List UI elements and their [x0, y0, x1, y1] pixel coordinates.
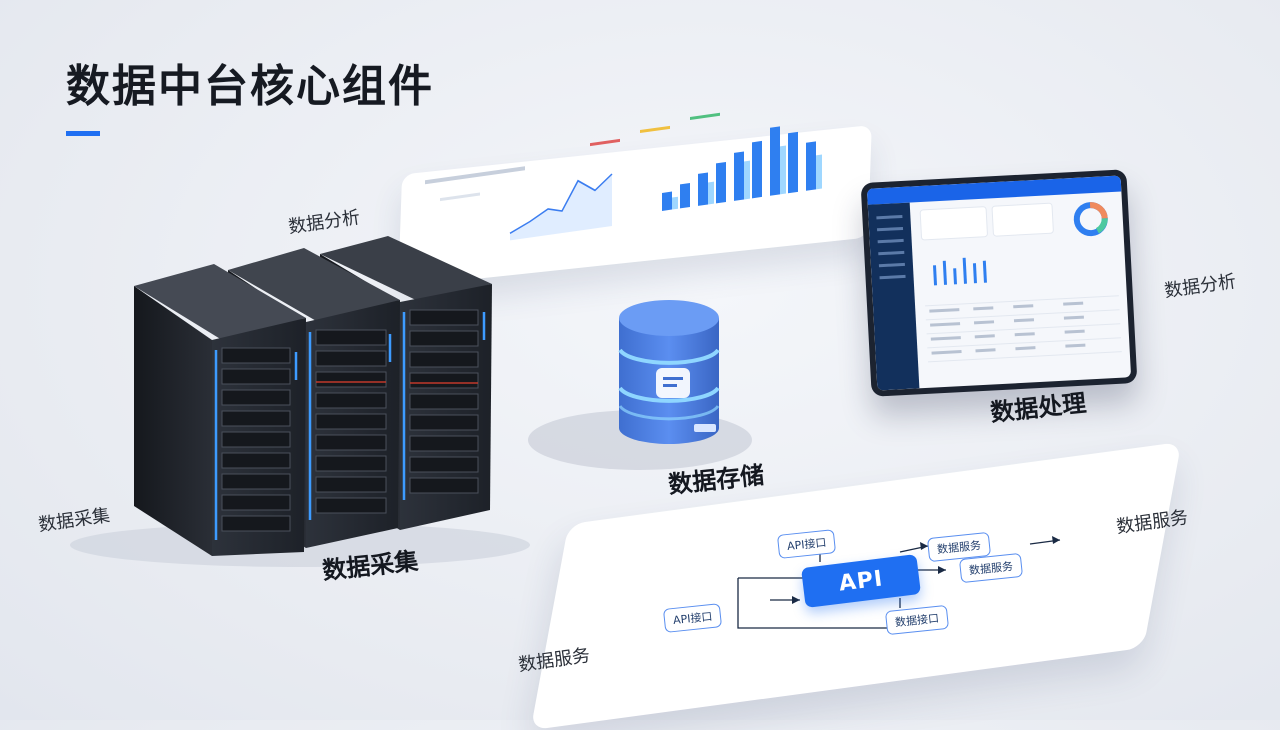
tablet-screen — [866, 175, 1132, 391]
tablet-dashboard-graphics — [876, 202, 1122, 363]
processing-tablet — [860, 169, 1138, 397]
title-underline — [66, 131, 100, 136]
database-chat-icon — [656, 368, 690, 398]
page-title: 数据中台核心组件 — [66, 61, 434, 112]
